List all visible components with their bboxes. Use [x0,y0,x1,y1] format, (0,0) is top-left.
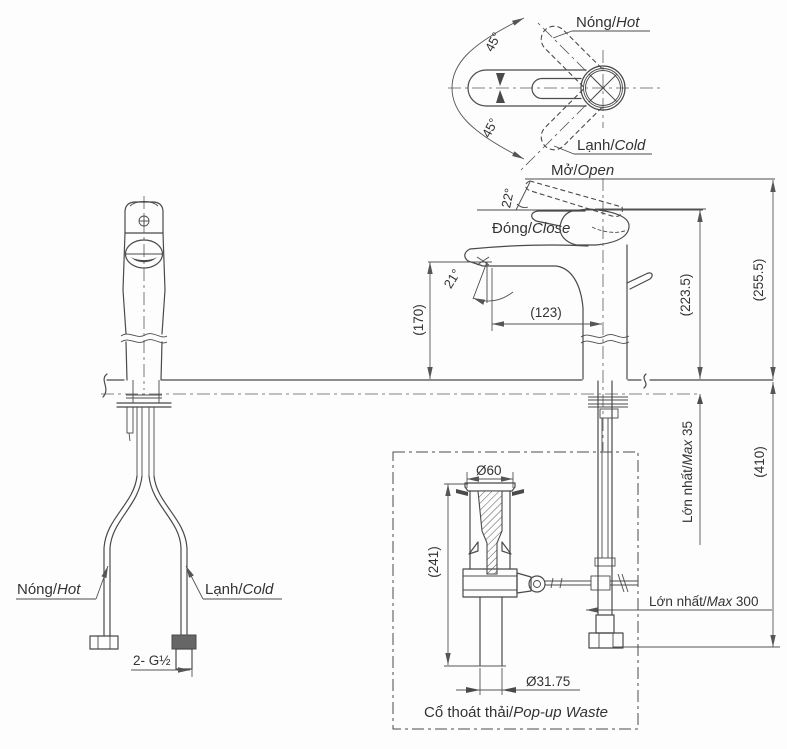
horizontal-popup-rod [545,573,638,593]
svg-text:Ø31.75: Ø31.75 [526,674,570,689]
detail-box-border [392,451,639,730]
countertop [101,373,774,398]
svg-text:(223.5): (223.5) [678,274,693,317]
svg-text:Nóng/Hot: Nóng/Hot [17,581,81,598]
handle-plan-solid [467,69,587,107]
open-label: Mở/Open [551,162,614,179]
dim-max-35: Lớn nhất/Max 35 [680,394,703,545]
svg-text:(410): (410) [752,446,767,478]
svg-text:Nóng/Hot: Nóng/Hot [576,14,640,31]
spray-angle-label: 21° [441,266,464,291]
faucet-body-front [120,201,168,381]
popup-plug-hatched [477,490,503,575]
faucet-body-plan-circle [580,65,626,111]
cold-hose-nut [171,634,197,650]
cold-thread-cylinder [175,648,193,670]
dim-thread-g12: 2- G½ [131,651,193,677]
mounting-hardware-front [116,380,172,476]
dim-241: (241) [426,483,506,667]
popup-drain-assembly [456,482,546,667]
spray-angle-detail: 21° [441,261,514,305]
popup-caption: Cổ thoát thải/Pop-up Waste [424,704,608,721]
hot-hose-nut [89,635,119,650]
side-view: Mở/Open 22° Đóng/Close 21° [411,162,776,451]
supply-hoses [89,475,197,670]
close-label: Đóng/Close [492,220,570,237]
dim-max-300: Lớn nhất/Max 300 [586,594,772,613]
svg-text:(170): (170) [411,304,426,336]
handle-open-dashed [525,180,624,217]
dim-dia-60: Ø60 [466,463,514,488]
cold-hose-label: Lạnh/Cold [185,565,282,600]
svg-text:Lạnh/Cold: Lạnh/Cold [205,581,274,598]
angle-45-lower-label: 45° [479,116,501,140]
dim-410: (410) [613,382,780,648]
svg-text:2- G½: 2- G½ [133,653,171,668]
svg-text:Lạnh/Cold: Lạnh/Cold [577,137,646,154]
handle-closed [531,208,630,246]
open-angle-label: 22° [498,187,517,209]
front-view: Nóng/Hot Lạnh/Cold 2- G½ [16,196,282,677]
dim-170: (170) [411,261,492,379]
dim-123: (123) [491,268,602,331]
cold-position-label: Lạnh/Cold [553,137,652,155]
popup-lift-knob [626,272,653,290]
dim-dia-31-75: Ø31.75 [456,668,580,695]
svg-text:(241): (241) [426,546,441,578]
svg-text:Lớn nhất/Max 35: Lớn nhất/Max 35 [680,421,695,523]
dim-223-5: (223.5) [595,208,706,379]
supply-pipe-side [588,380,628,649]
dim-255-5: (255.5) [751,180,776,379]
svg-text:(255.5): (255.5) [751,259,766,302]
angle-45-upper-label: 45° [482,30,504,54]
hot-hose-label: Nóng/Hot [16,565,109,600]
install-dimensions: Lớn nhất/Max 35 (410) Lớn nhất/Max 300 [586,382,780,648]
svg-text:Ø60: Ø60 [476,463,502,478]
handle-rotation-45-dashed-positions [540,25,602,151]
supply-hex-nut [588,632,624,649]
top-view: 45° 45° Nóng/Hot Lạnh/Cold [448,14,662,172]
hot-position-label: Nóng/Hot [552,14,650,39]
svg-text:(123): (123) [530,305,562,320]
popup-waste-detail: Ø60 [392,451,639,730]
svg-text:Lớn nhất/Max 300: Lớn nhất/Max 300 [649,594,758,609]
45-degree-arc [451,17,525,160]
faucet-body-side [464,244,653,380]
